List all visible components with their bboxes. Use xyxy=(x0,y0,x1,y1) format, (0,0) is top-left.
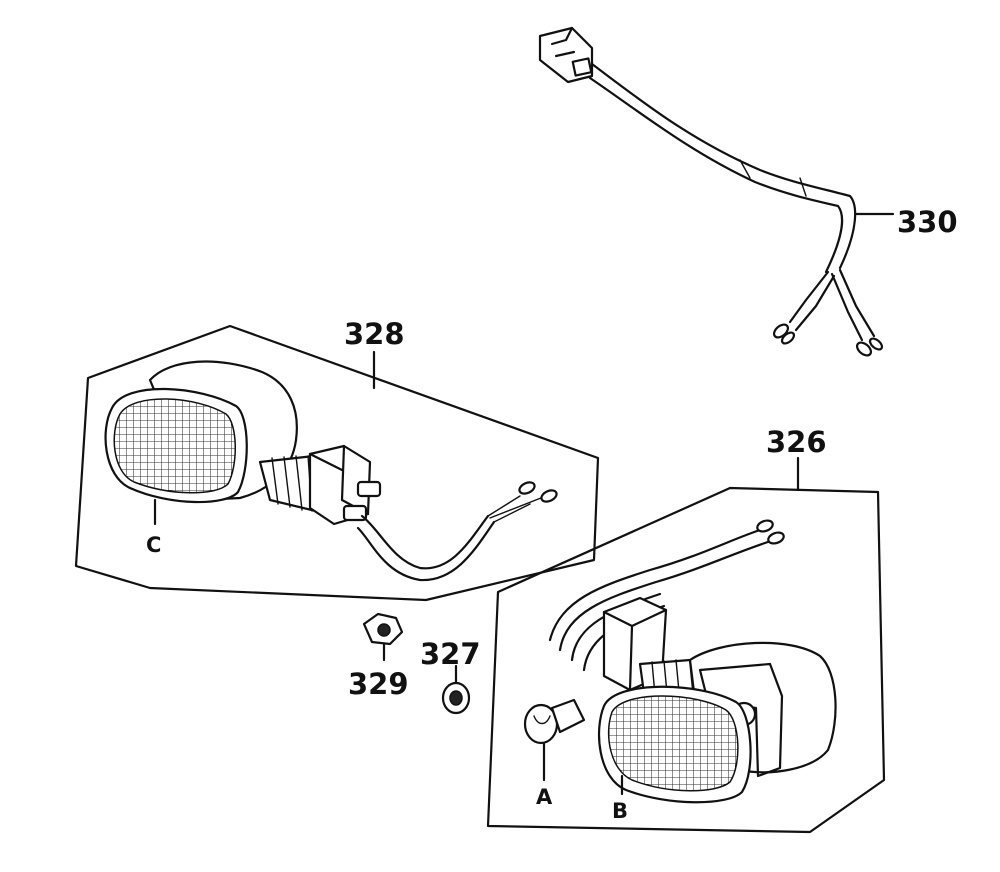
callout-326: 326 xyxy=(766,425,827,459)
harness-connector xyxy=(538,26,594,84)
callout-329: 329 xyxy=(348,667,409,701)
left-signal-328 xyxy=(74,324,600,602)
right-signal-326 xyxy=(486,456,886,834)
callout-330: 330 xyxy=(897,205,958,239)
label-a: A xyxy=(536,785,553,809)
label-b: B xyxy=(612,799,628,823)
callout-327: 327 xyxy=(420,637,481,671)
left-lens xyxy=(104,387,248,504)
label-c: C xyxy=(146,533,161,557)
nut-329 xyxy=(362,612,404,662)
right-lens xyxy=(598,685,752,804)
wiring-harness-330 xyxy=(538,26,895,357)
grommet-327 xyxy=(441,664,471,715)
callout-328: 328 xyxy=(344,317,405,351)
bulb-a xyxy=(523,698,586,745)
